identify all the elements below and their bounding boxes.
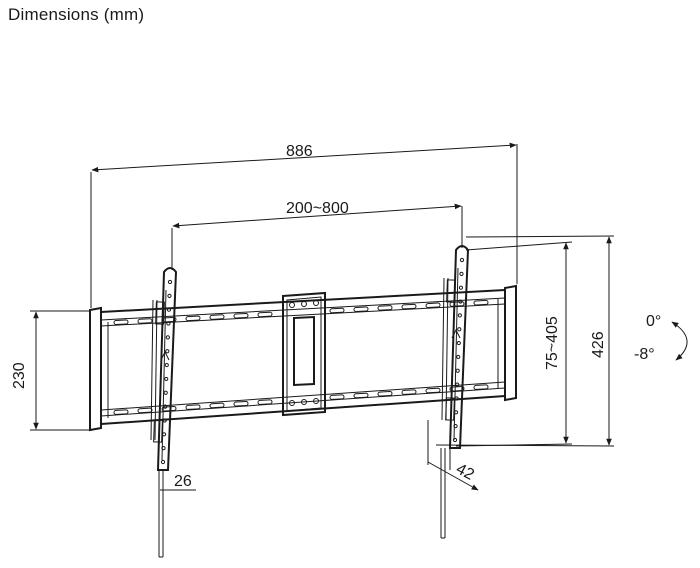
bracket-hole xyxy=(167,279,173,285)
rail-slot xyxy=(233,401,249,407)
rail-slot xyxy=(425,302,441,309)
bracket-hole xyxy=(165,349,170,354)
rail-slot xyxy=(257,311,273,318)
bracket-hole xyxy=(166,321,171,326)
bracket-hole xyxy=(455,368,460,373)
overall-width-label: 886 xyxy=(286,143,313,160)
rail-slot xyxy=(353,306,369,312)
bracket-hole xyxy=(167,293,172,298)
diagram-title: Dimensions (mm) xyxy=(8,5,145,24)
rail-slot xyxy=(161,406,177,412)
rail-slot xyxy=(401,303,417,310)
tilt-upper-label: 0° xyxy=(646,313,661,330)
bracket-hole xyxy=(453,424,458,429)
rail-slot xyxy=(113,409,129,415)
bracket-hole xyxy=(457,327,462,332)
rail-slots xyxy=(113,299,489,415)
bracket-hole xyxy=(458,299,463,304)
rail-slot xyxy=(209,402,225,409)
bracket-hole xyxy=(459,257,465,263)
rail-slot xyxy=(377,305,393,311)
center-hub xyxy=(282,291,326,417)
bracket-hole xyxy=(161,446,166,451)
bracket-hole xyxy=(453,410,459,415)
bracket-hole xyxy=(455,382,460,387)
bracket-hole xyxy=(162,418,167,423)
bracket-hole xyxy=(454,396,459,401)
tilt-arc xyxy=(671,321,688,361)
bracket-hole xyxy=(163,404,168,409)
tilt-lower-label: -8° xyxy=(634,346,655,363)
rail-slot xyxy=(401,389,417,395)
bracket-hole xyxy=(459,271,464,276)
rail-slot xyxy=(185,315,201,322)
rail-slot xyxy=(353,392,369,399)
dimension-wall-distance xyxy=(427,420,479,491)
rail-slot xyxy=(257,399,273,405)
plate-height-label: 230 xyxy=(11,362,28,389)
rail-slot xyxy=(113,319,129,326)
rail-slot xyxy=(233,312,249,319)
rail-slot xyxy=(449,386,465,392)
rail-slot xyxy=(473,299,489,306)
rail-slot xyxy=(329,307,345,314)
rail-slot xyxy=(137,407,153,414)
left-bracket-holes xyxy=(160,279,173,465)
rail-slot xyxy=(425,387,441,394)
bracket-hole xyxy=(165,335,170,340)
vesa-width-label: 200~800 xyxy=(286,200,349,217)
dimension-overall-width xyxy=(90,142,518,308)
rail-slot xyxy=(137,318,153,324)
bracket-width-label: 26 xyxy=(174,473,192,490)
bracket-hole xyxy=(456,340,461,346)
bracket-hole xyxy=(457,313,462,318)
bracket-hole xyxy=(161,432,167,437)
overall-height-label: 426 xyxy=(590,331,607,358)
bracket-hole xyxy=(452,437,458,443)
rail-slot xyxy=(377,391,393,397)
bracket-hole xyxy=(458,285,464,290)
bracket-hole xyxy=(164,362,169,368)
rail-slot xyxy=(209,314,225,320)
dimension-vesa-width xyxy=(171,203,463,270)
bracket-hole xyxy=(163,390,168,395)
bracket-hole xyxy=(160,459,166,465)
rail-slot xyxy=(473,384,489,390)
dimension-plate-height xyxy=(30,310,90,431)
wall-distance-label: 42 xyxy=(453,461,477,484)
right-bracket-arm xyxy=(440,245,470,539)
vesa-height-label: 75~405 xyxy=(544,316,561,370)
bracket-hole xyxy=(166,307,172,312)
dimension-overall-height xyxy=(435,235,615,447)
bracket-hole xyxy=(456,354,461,360)
rail-slot xyxy=(185,404,201,410)
rail-slot xyxy=(329,394,345,400)
right-bracket-holes xyxy=(452,257,465,443)
bracket-hole xyxy=(164,376,169,382)
